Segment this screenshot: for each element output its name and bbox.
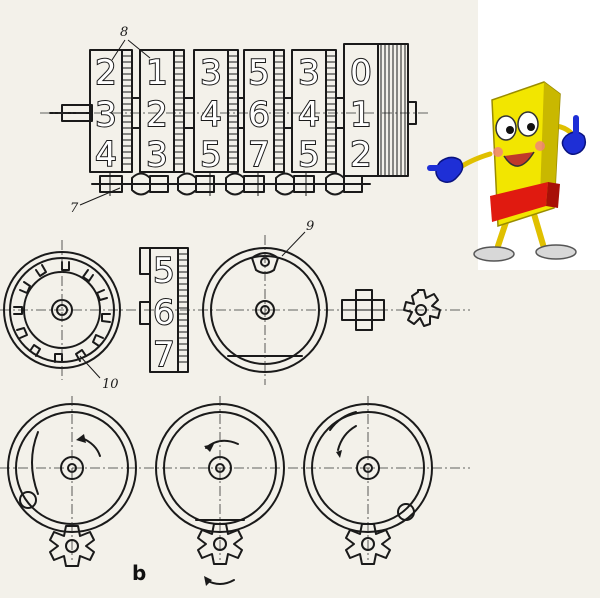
leader-9 bbox=[281, 231, 306, 257]
wheel-1-digit-mid: 3 bbox=[95, 95, 117, 135]
wheel-4-digit-mid: 6 bbox=[248, 95, 270, 135]
counter-wheel-6: 0 1 2 bbox=[343, 43, 417, 177]
wheel-2-digit-bot: 3 bbox=[146, 135, 168, 175]
transfer-tooth-wheel: 9 bbox=[202, 219, 328, 385]
wheel-5-digit-bot: 5 bbox=[298, 135, 320, 175]
callout-10: 10 bbox=[102, 377, 119, 392]
wheel-3-digit-mid: 4 bbox=[200, 95, 222, 135]
wheel-3-digit-top: 3 bbox=[200, 53, 222, 93]
side-wheel-digit-top: 5 bbox=[153, 251, 175, 291]
panel-label: b bbox=[132, 561, 146, 585]
wheel-6-digit-mid: 1 bbox=[350, 95, 372, 135]
wheel-2-digit-top: 1 bbox=[146, 53, 168, 93]
counter-wheel-3: 3 4 5 bbox=[193, 49, 239, 176]
wheel-4-digit-top: 5 bbox=[248, 53, 270, 93]
digit-wheel-side-view: 5 6 7 bbox=[139, 247, 189, 376]
internal-gear-wheel: 10 bbox=[3, 240, 121, 392]
transfer-phase-2 bbox=[155, 396, 285, 586]
wheel-4-digit-bot: 7 bbox=[248, 135, 270, 175]
counter-wheel-2: 1 2 3 bbox=[139, 49, 185, 176]
callout-8: 8 bbox=[120, 25, 128, 40]
paper-strip bbox=[478, 270, 600, 598]
transfer-pinion-shaft bbox=[91, 172, 371, 196]
wheel-3-digit-bot: 5 bbox=[200, 135, 222, 175]
wheel-1-digit-top: 2 bbox=[95, 53, 117, 93]
callout-7: 7 bbox=[70, 201, 79, 216]
counter-wheel-4: 5 6 7 bbox=[243, 49, 285, 176]
callout-9: 9 bbox=[306, 219, 314, 234]
side-wheel-digit-bot: 7 bbox=[153, 335, 175, 375]
counter-wheel-5: 3 4 5 bbox=[291, 49, 337, 176]
leader-8b bbox=[127, 39, 151, 59]
leader-10 bbox=[79, 355, 101, 379]
side-wheel-digit-mid: 6 bbox=[153, 293, 175, 333]
leader-7 bbox=[79, 187, 121, 206]
wheel-6-digit-top: 0 bbox=[350, 53, 372, 93]
wheel-1-digit-bot: 4 bbox=[95, 135, 117, 175]
pinion-detail bbox=[341, 289, 441, 331]
wheel-2-digit-mid: 2 bbox=[146, 95, 168, 135]
wheel-5-digit-mid: 4 bbox=[298, 95, 320, 135]
counter-assembly: 2 3 4 1 2 3 3 4 5 bbox=[40, 25, 430, 216]
wheel-6-digit-bot: 2 bbox=[350, 135, 372, 175]
mascot-icon bbox=[427, 81, 587, 262]
transfer-phase-1 bbox=[7, 396, 137, 567]
wheel-5-digit-top: 3 bbox=[298, 53, 320, 93]
transfer-phase-3 bbox=[303, 396, 433, 565]
leader-8a bbox=[111, 39, 126, 61]
counter-wheel-1: 2 3 4 bbox=[89, 49, 133, 176]
